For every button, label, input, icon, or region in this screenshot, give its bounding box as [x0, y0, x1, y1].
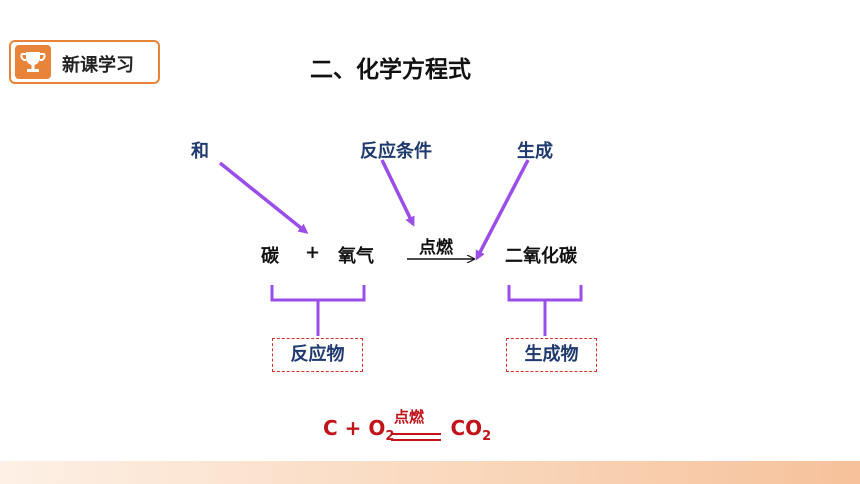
arrow-condition	[380, 159, 415, 227]
plus-sign: +	[305, 242, 321, 263]
formula-plus: +	[344, 416, 362, 440]
trophy-icon	[15, 45, 51, 79]
formula-equal-bar-top	[391, 433, 441, 435]
formula-co2-subscript: 2	[482, 429, 492, 444]
reactant-carbon: 碳	[261, 246, 279, 267]
reactants-box: 反应物	[272, 338, 363, 372]
label-produce: 生成	[517, 141, 553, 162]
reaction-condition: 点燃	[419, 238, 453, 258]
page-title: 二、化学方程式	[310, 57, 471, 83]
reactants-bracket	[270, 285, 366, 336]
arrow-produce	[475, 159, 530, 261]
arrow-and	[218, 161, 309, 234]
reactant-oxygen: 氧气	[338, 246, 374, 267]
formula-carbon: C	[323, 416, 338, 440]
formula-co2: CO	[450, 416, 483, 440]
products-box: 生成物	[506, 338, 597, 372]
formula-equal-bar-bottom	[391, 439, 441, 441]
formula-condition: 点燃	[394, 408, 425, 426]
section-badge-label: 新课学习	[62, 55, 134, 76]
label-condition: 反应条件	[360, 141, 432, 162]
formula-oxygen: O	[368, 416, 386, 440]
product-co2: 二氧化碳	[505, 246, 577, 267]
formula-oxygen-subscript: 2	[385, 429, 395, 444]
footer-gradient-band	[0, 461, 860, 484]
section-badge: 新课学习	[9, 40, 160, 84]
label-and: 和	[191, 141, 209, 162]
products-bracket	[507, 285, 583, 336]
